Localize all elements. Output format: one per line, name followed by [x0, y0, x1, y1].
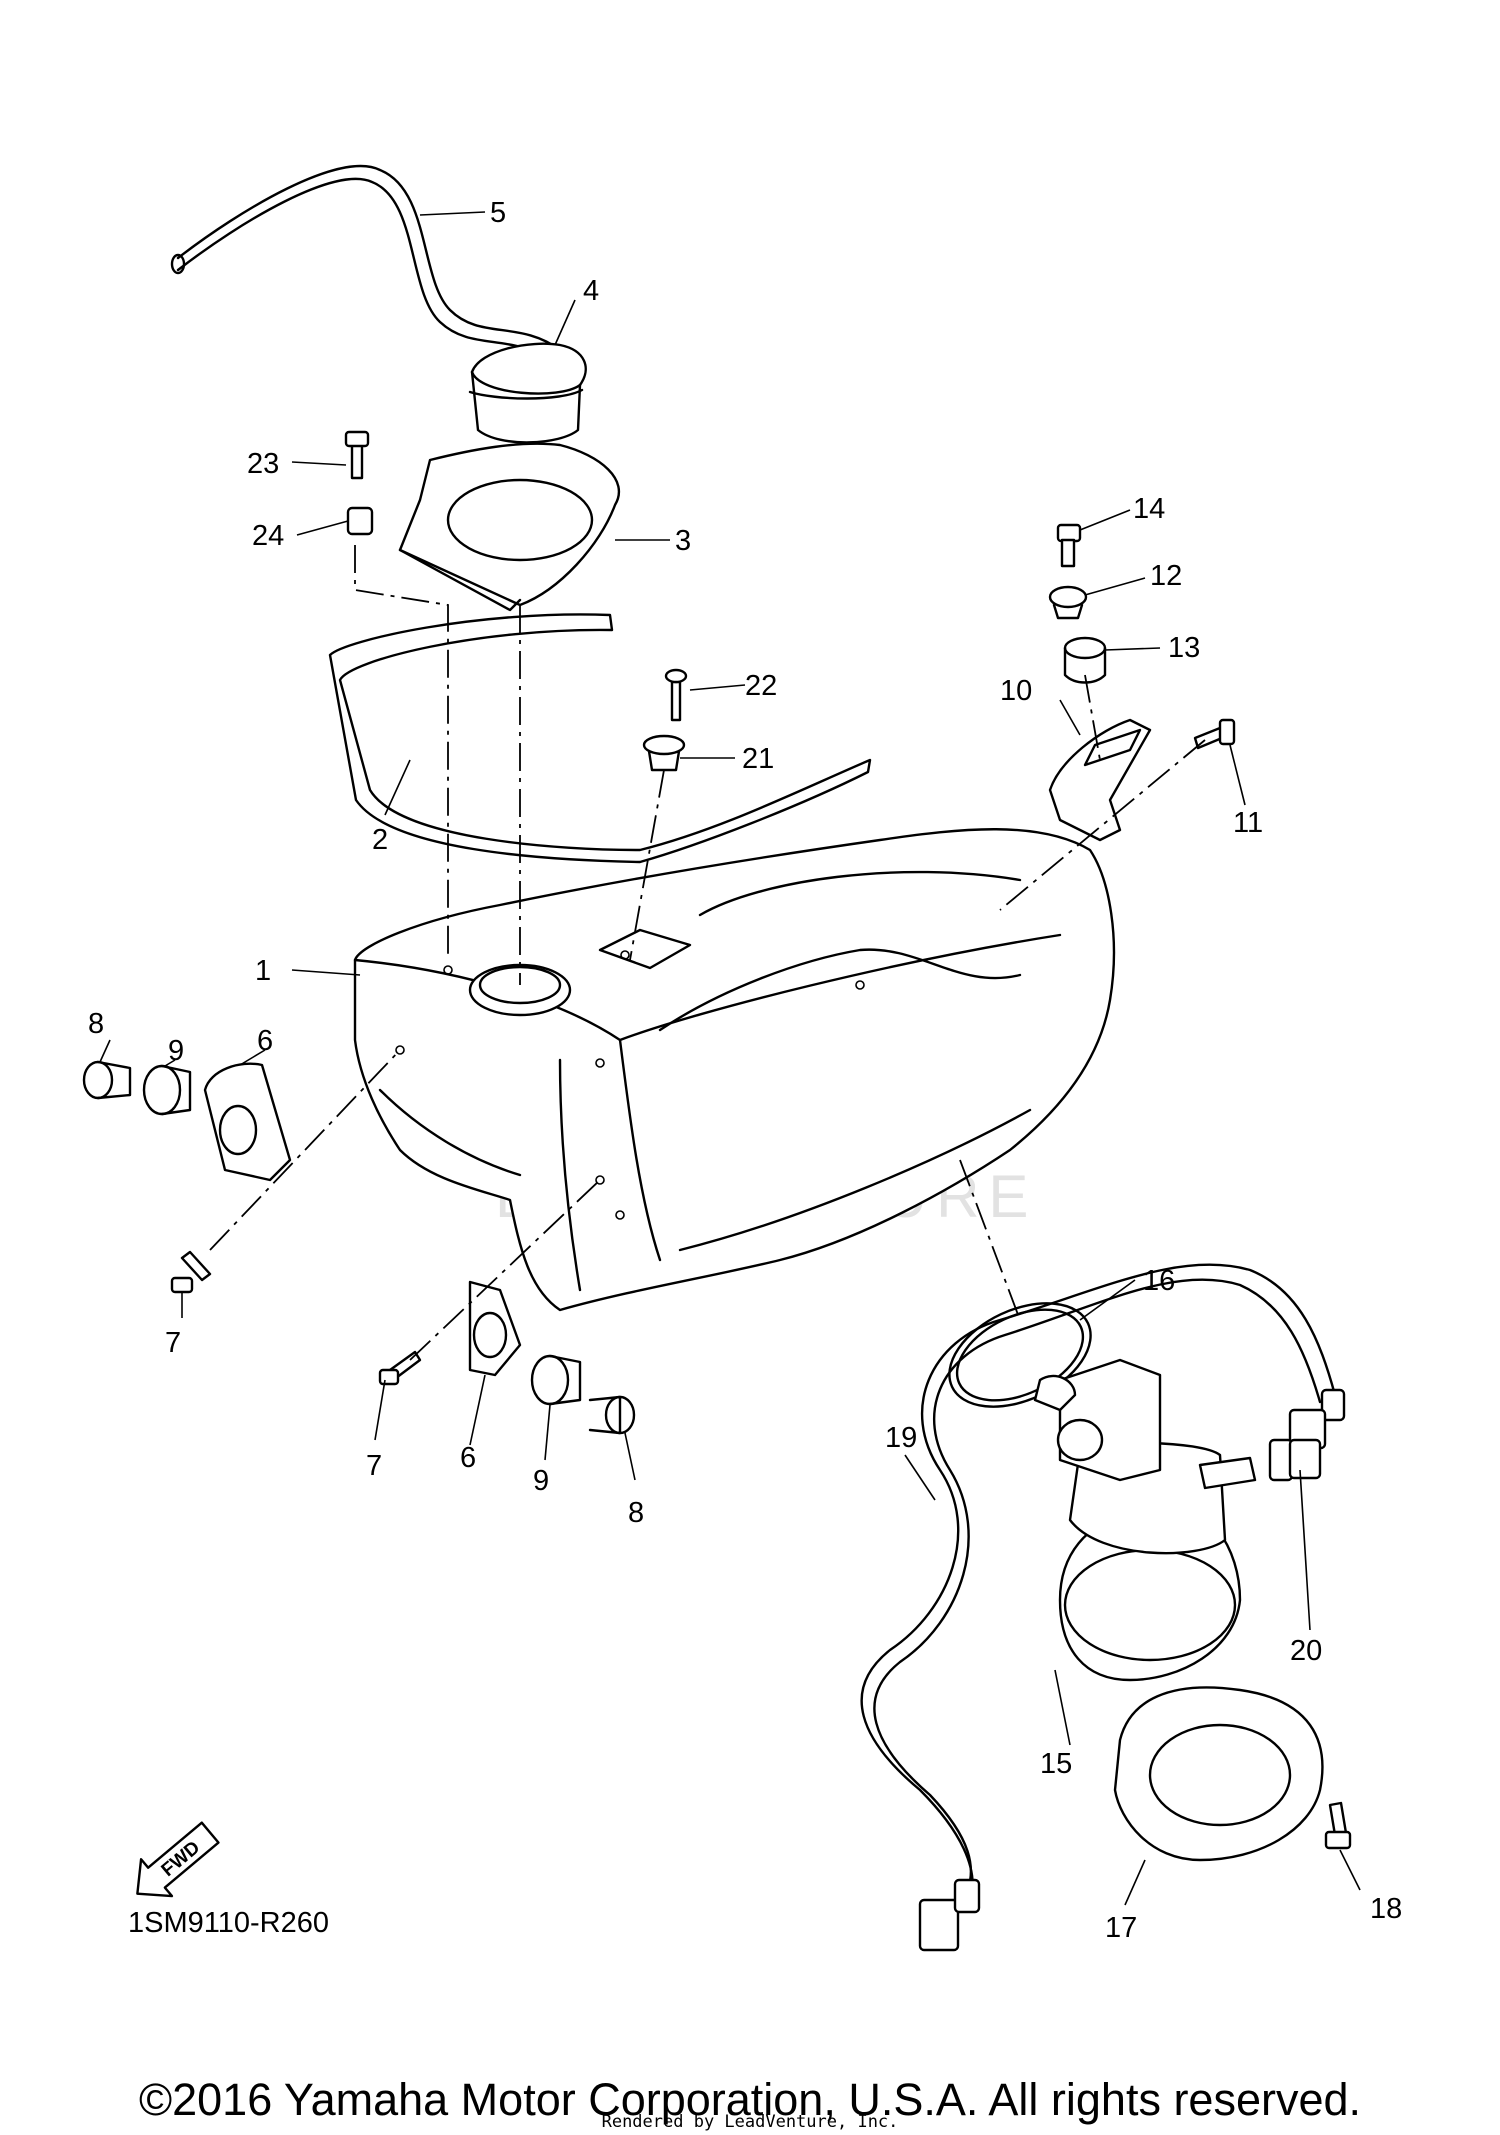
part-14-bolt[interactable] — [1056, 523, 1082, 568]
part-6-bracket-left[interactable] — [203, 1062, 292, 1182]
part-13-grommet[interactable] — [1063, 636, 1107, 684]
part-19-hose[interactable] — [860, 1263, 1346, 1952]
callout-6-left[interactable]: 6 — [257, 1025, 273, 1057]
fwd-arrow-icon: FWD — [136, 1821, 220, 1898]
part-3-collar[interactable] — [398, 442, 621, 612]
part-4-cap[interactable] — [468, 342, 587, 444]
part-9-damper-right[interactable] — [530, 1354, 582, 1406]
part-8-collar-left[interactable] — [82, 1060, 132, 1100]
callout-6-right[interactable]: 6 — [460, 1442, 476, 1474]
callout-5[interactable]: 5 — [490, 197, 506, 229]
part-18-bolt[interactable] — [1324, 1801, 1352, 1850]
part-15-fuel-pump[interactable] — [1033, 1358, 1257, 1682]
callout-9-right[interactable]: 9 — [533, 1465, 549, 1497]
part-11-bolt[interactable] — [1193, 718, 1236, 750]
part-12-washer[interactable] — [1048, 585, 1088, 620]
part-2-strip[interactable] — [328, 613, 872, 864]
part-6-bracket-right[interactable] — [468, 1280, 522, 1377]
callout-1[interactable]: 1 — [255, 955, 271, 987]
callout-12[interactable]: 12 — [1150, 560, 1182, 592]
callout-11[interactable]: 11 — [1233, 807, 1263, 839]
callout-22[interactable]: 22 — [745, 670, 777, 702]
part-10-bracket[interactable] — [1048, 718, 1152, 842]
callout-24[interactable]: 24 — [252, 520, 284, 552]
callout-17[interactable]: 17 — [1105, 1912, 1137, 1944]
callout-19[interactable]: 19 — [885, 1422, 917, 1454]
callout-7-left[interactable]: 7 — [165, 1327, 181, 1359]
callout-15[interactable]: 15 — [1040, 1748, 1072, 1780]
part-22-screw[interactable] — [664, 668, 688, 722]
part-5-hose[interactable] — [170, 164, 562, 364]
part-24-collar[interactable] — [346, 506, 374, 536]
leader-lines — [99, 211, 1361, 1906]
callout-9-left[interactable]: 9 — [168, 1035, 184, 1067]
callout-14[interactable]: 14 — [1133, 493, 1165, 525]
part-8-collar-right[interactable] — [588, 1395, 636, 1435]
callout-4[interactable]: 4 — [583, 275, 599, 307]
callout-labels: 5 4 3 23 24 2 1 8 9 6 7 22 21 10 11 14 1… — [88, 197, 1402, 1944]
callout-10[interactable]: 10 — [1000, 675, 1032, 707]
part-21-grommet[interactable] — [642, 734, 686, 772]
callout-16[interactable]: 16 — [1143, 1265, 1175, 1297]
rendered-by-note: Rendered by LeadVenture, Inc. — [601, 2112, 899, 2132]
part-17-ring[interactable] — [1113, 1686, 1324, 1862]
callout-8-right[interactable]: 8 — [628, 1497, 644, 1529]
alignment-lines — [209, 545, 1206, 1361]
callout-18[interactable]: 18 — [1370, 1893, 1402, 1925]
part-1-fuel-tank[interactable] — [353, 828, 1116, 1312]
callout-20[interactable]: 20 — [1290, 1635, 1322, 1667]
part-9-damper-left[interactable] — [142, 1064, 192, 1116]
callout-21[interactable]: 21 — [742, 743, 774, 775]
callout-8-left[interactable]: 8 — [88, 1008, 104, 1040]
callout-13[interactable]: 13 — [1168, 632, 1200, 664]
callout-23[interactable]: 23 — [247, 448, 279, 480]
callout-2[interactable]: 2 — [372, 824, 388, 856]
copyright-notice: ©2016 Yamaha Motor Corporation, U.S.A. A… — [138, 2074, 1362, 2125]
callout-3[interactable]: 3 — [675, 525, 691, 557]
part-20-clip[interactable] — [1268, 1438, 1322, 1482]
part-7-bolt-left[interactable] — [170, 1250, 212, 1294]
diagram-code: 1SM9110-R260 — [128, 1907, 329, 1939]
callout-7-right[interactable]: 7 — [366, 1450, 382, 1482]
part-23-bolt[interactable] — [344, 430, 370, 480]
